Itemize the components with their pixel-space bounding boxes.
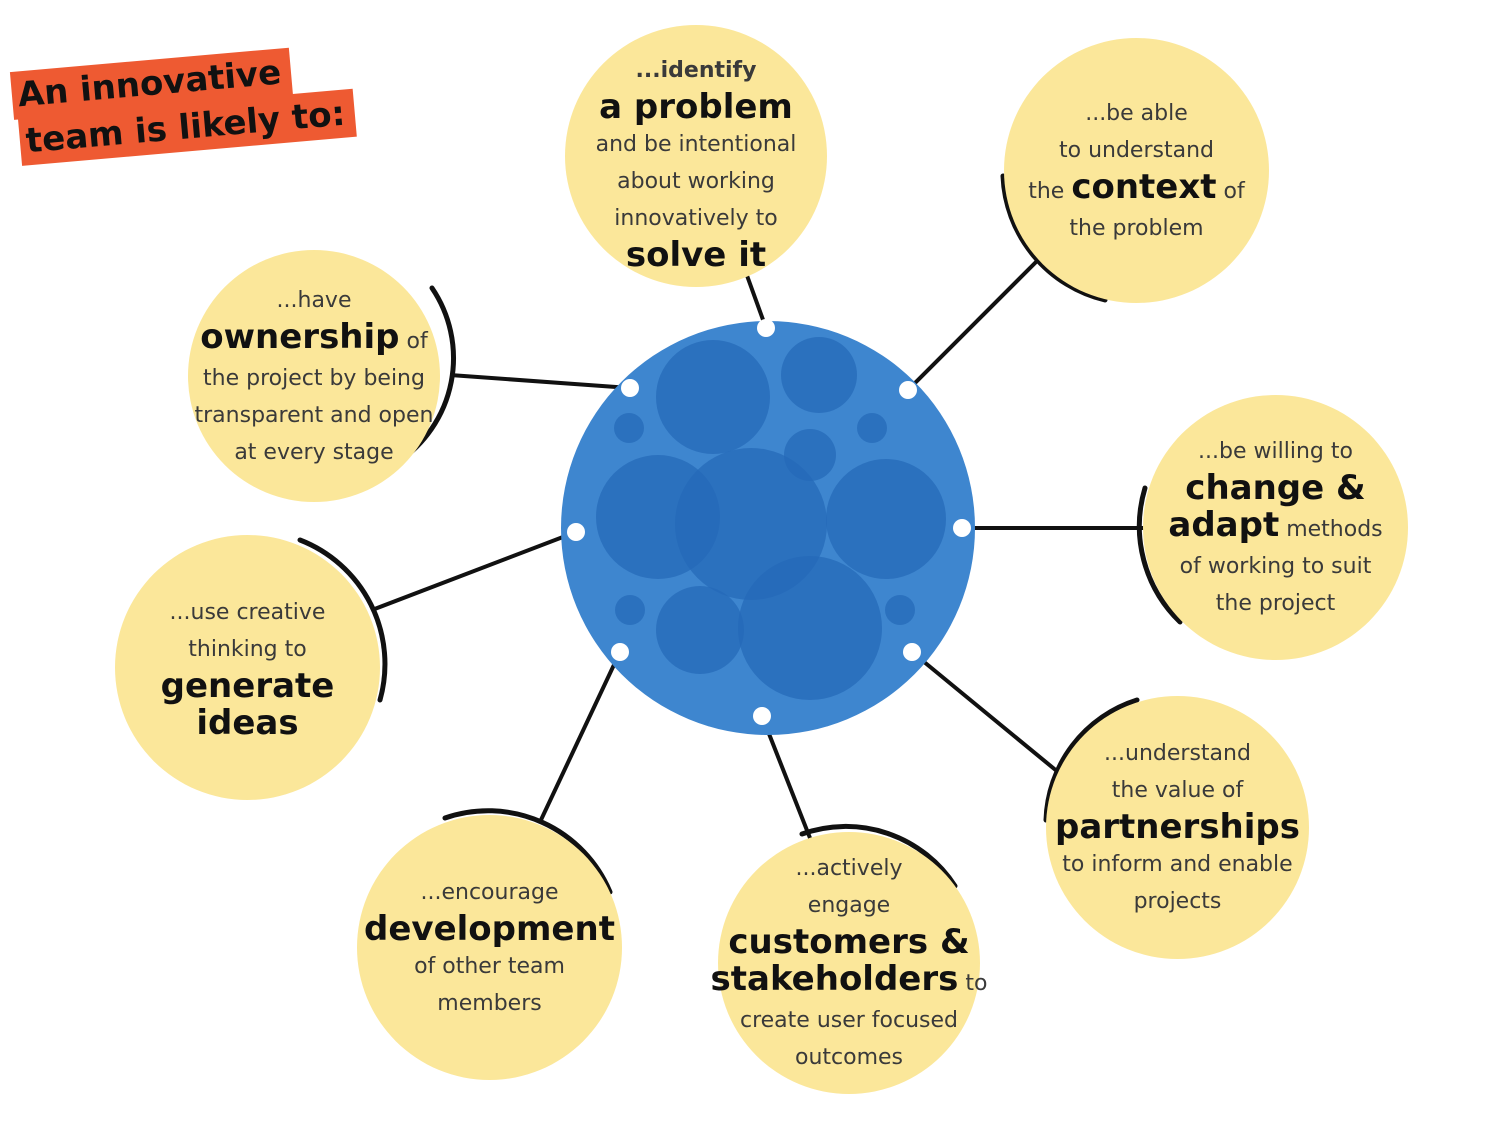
anchor-dot (903, 643, 921, 661)
node-ideas-keyword1: generate (160, 665, 335, 706)
node-ownership-line2-post: of (406, 328, 428, 354)
connector-customers (760, 715, 812, 839)
anchor-dots (567, 319, 971, 725)
anchor-dot (611, 643, 629, 661)
node-customers-stakeholders: ...actively engage customers & stakehold… (711, 832, 987, 1094)
anchor-dot (757, 319, 775, 337)
node-context-line4: the problem (1069, 215, 1204, 241)
node-change-line5: the project (1215, 591, 1336, 616)
node-generate-ideas: ...use creative thinking to generate ide… (115, 535, 380, 800)
node-identify-line5: innovatively to (614, 206, 778, 231)
node-identify-line2: a problem (599, 87, 793, 127)
node-context-line3: the context of (1028, 166, 1245, 210)
node-customers-keyword2: stakeholders (710, 959, 959, 999)
node-identify-line4: about working (617, 169, 775, 194)
node-development: ...encourage development of other team m… (357, 815, 622, 1080)
hub (561, 321, 975, 735)
hub-bubble (614, 413, 644, 443)
connector-ideas (371, 530, 577, 612)
node-identify-problem: ...identify a problem and be intentional… (565, 25, 827, 287)
node-ideas-line2: thinking to (188, 636, 307, 662)
anchor-dot (899, 381, 917, 399)
connector-development (538, 651, 622, 823)
hub-bubble (615, 595, 645, 625)
anchor-dot (621, 379, 639, 397)
connector-identify (743, 269, 768, 329)
hub-bubble (781, 337, 857, 413)
connectors (371, 256, 1145, 839)
hub-bubble (656, 586, 744, 674)
connector-partnerships (910, 650, 1060, 774)
node-change-line1: ...be willing to (1198, 439, 1353, 464)
node-partnerships-keyword: partnerships (1054, 807, 1300, 847)
node-context-keyword: context (1071, 166, 1217, 207)
node-ownership-keyword: ownership (200, 316, 400, 357)
node-change-line3-post: methods (1286, 517, 1383, 542)
node-context-line2: to understand (1059, 137, 1214, 163)
arc-change (1136, 485, 1183, 625)
hub-bubble (857, 413, 887, 443)
hub-bubble (885, 595, 915, 625)
node-context-line3-post: of (1223, 178, 1245, 204)
node-development-keyword: development (364, 908, 615, 949)
node-context-line1: ...be able (1085, 100, 1188, 126)
node-ownership: ...have ownership of the project by bein… (188, 250, 440, 502)
anchor-dot (567, 523, 585, 541)
anchor-dot (953, 519, 971, 537)
arc-customers (799, 823, 958, 889)
node-customers-line6: outcomes (794, 1045, 903, 1070)
node-context-line3-pre: the (1028, 178, 1065, 204)
node-context: ...be able to understand the context of … (1004, 38, 1269, 303)
hub-bubble (738, 556, 882, 700)
connector-context (906, 256, 1042, 392)
node-ownership-line5: at every stage (234, 439, 394, 465)
arc-context (1000, 173, 1108, 303)
node-customers-line2: engage (807, 893, 891, 918)
node-customers-line5: create user focused (739, 1008, 958, 1033)
node-identify-line6: solve it (625, 235, 767, 275)
node-change-keyword: adapt (1168, 505, 1280, 545)
node-partnerships-line1: ...understand (1104, 741, 1251, 766)
node-partnerships-line5: projects (1133, 889, 1222, 914)
node-ownership-line3: the project by being (203, 365, 425, 391)
connector-ownership (449, 373, 631, 390)
node-customers-line4: stakeholders to (711, 961, 988, 1002)
node-customers-line1: ...actively (795, 856, 903, 881)
node-arcs (297, 173, 1183, 895)
hub-bubble (656, 340, 770, 454)
node-development-line1: ...encourage (420, 879, 559, 905)
node-identify-line3: and be intentional (595, 132, 797, 157)
node-ideas-line1: ...use creative (169, 599, 326, 625)
node-change-line2: change & (1185, 468, 1366, 508)
node-ownership-line1: ...have (276, 287, 352, 313)
node-customers-keyword1: customers & (728, 922, 970, 962)
node-ideas-keyword2: ideas (196, 702, 299, 743)
node-change-adapt: ...be willing to change & adapt methods … (1143, 395, 1408, 660)
node-identify-line1: ...identify (635, 58, 757, 83)
arc-ideas (297, 537, 388, 703)
node-change-line3: adapt methods (1168, 507, 1382, 548)
node-partnerships-line2: the value of (1111, 778, 1244, 803)
node-development-line4: members (437, 990, 542, 1016)
node-customers-line4-post: to (965, 971, 988, 996)
anchor-dot (753, 707, 771, 725)
node-development-line3: of other team (414, 953, 565, 979)
node-ownership-line4: transparent and open (194, 402, 434, 428)
arc-development (442, 808, 613, 895)
node-ownership-line2: ownership of (200, 316, 428, 360)
hub-bubble (826, 459, 946, 579)
node-change-line4: of working to suit (1179, 554, 1372, 579)
node-partnerships-line4: to inform and enable (1062, 852, 1293, 877)
node-partnerships: ...understand the value of partnerships … (1046, 696, 1309, 959)
